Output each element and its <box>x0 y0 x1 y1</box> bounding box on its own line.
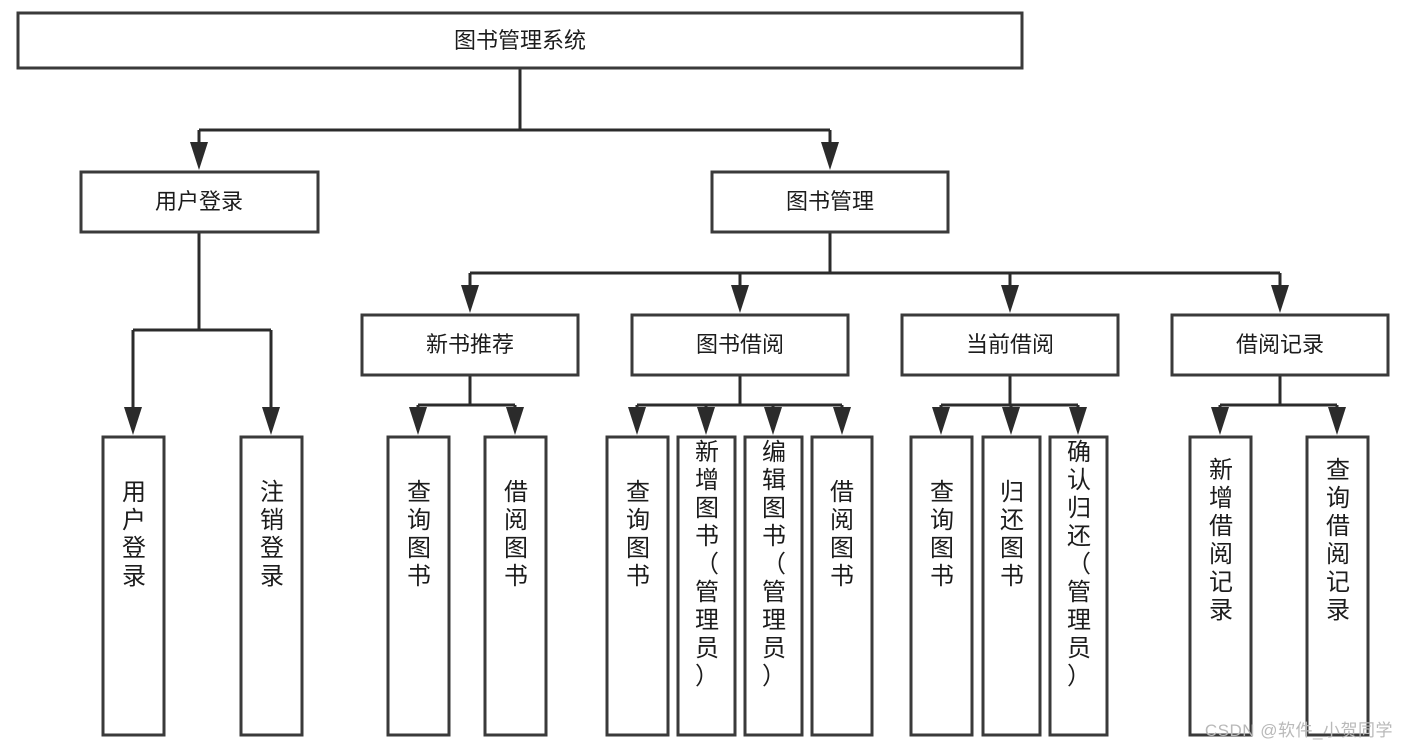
leaf-node-12[interactable]: 查询借阅记录 <box>1305 435 1370 737</box>
leaf-box-12[interactable] <box>1305 435 1370 737</box>
node-root-label: 图书管理系统 <box>454 28 586 53</box>
arrowhead-leaf-query-book-1 <box>409 407 427 435</box>
node-book-borrow-label: 图书借阅 <box>696 332 784 357</box>
leaf-label-5: 新增图书（管理员） <box>695 439 719 690</box>
arrowhead-leaf-add-book <box>697 407 715 435</box>
leaf-label-4: 查询图书 <box>626 479 650 590</box>
arrowhead-current-borrow <box>1001 285 1019 313</box>
leaf-node-9[interactable]: 归还图书 <box>981 435 1042 737</box>
node-root-box[interactable] <box>16 11 1024 70</box>
node-book-manage[interactable]: 图书管理 <box>710 170 950 234</box>
leaf-box-5[interactable] <box>676 435 737 737</box>
leaf-node-0[interactable]: 用户登录 <box>101 435 166 737</box>
leaf-label-10: 确认归还（管理员） <box>1067 439 1091 690</box>
node-borrow-record-label: 借阅记录 <box>1236 332 1324 357</box>
leaf-node-7[interactable]: 借阅图书 <box>810 435 874 737</box>
csdn-watermark: CSDN @软件_小贺同学 <box>1204 721 1393 740</box>
leaf-node-5[interactable]: 新增图书（管理员） <box>676 435 737 737</box>
node-user-login-label: 用户登录 <box>155 189 243 214</box>
leaf-label-8: 查询图书 <box>930 479 954 590</box>
node-current-borrow[interactable]: 当前借阅 <box>900 313 1120 377</box>
arrowhead-borrow-record <box>1271 285 1289 313</box>
arrowhead-leaf-edit-book <box>764 407 782 435</box>
node-borrow-record[interactable]: 借阅记录 <box>1170 313 1390 377</box>
leaf-box-11[interactable] <box>1188 435 1253 737</box>
leaf-label-7: 借阅图书 <box>830 479 854 590</box>
arrowhead-leaf-logout <box>262 407 280 435</box>
leaf-box-8[interactable] <box>909 435 974 737</box>
leaf-label-6: 编辑图书（管理员） <box>762 439 786 690</box>
leaf-label-0: 用户登录 <box>122 479 146 590</box>
node-user-login[interactable]: 用户登录 <box>79 170 320 234</box>
node-book-manage-label: 图书管理 <box>786 189 874 214</box>
arrowhead-book-manage <box>821 142 839 170</box>
arrowhead-user-login <box>190 142 208 170</box>
leaf-box-3[interactable] <box>483 435 548 737</box>
leaf-label-12: 查询借阅记录 <box>1326 457 1350 624</box>
leaf-node-3[interactable]: 借阅图书 <box>483 435 548 737</box>
arrowhead-leaf-borrow-book-2 <box>833 407 851 435</box>
leaf-box-2[interactable] <box>386 435 451 737</box>
leaf-box-1[interactable] <box>239 435 304 737</box>
leaf-box-10[interactable] <box>1048 435 1109 737</box>
leaf-label-1: 注销登录 <box>260 479 284 590</box>
arrowhead-leaf-query-book-2 <box>628 407 646 435</box>
leaf-node-4[interactable]: 查询图书 <box>605 435 670 737</box>
node-book-borrow[interactable]: 图书借阅 <box>630 313 850 377</box>
leaf-node-11[interactable]: 新增借阅记录 <box>1188 435 1253 737</box>
leaf-box-9[interactable] <box>981 435 1042 737</box>
arrowhead-leaf-query-record <box>1328 407 1346 435</box>
node-root[interactable]: 图书管理系统 <box>16 11 1024 70</box>
leaf-box-4[interactable] <box>605 435 670 737</box>
leaf-label-3: 借阅图书 <box>504 479 528 590</box>
arrowhead-leaf-return-book <box>1002 407 1020 435</box>
node-new-book-recommend[interactable]: 新书推荐 <box>360 313 580 377</box>
connector-layer <box>124 68 1346 435</box>
leaf-node-10[interactable]: 确认归还（管理员） <box>1048 435 1109 737</box>
leaf-box-7[interactable] <box>810 435 874 737</box>
leaf-label-2: 查询图书 <box>407 479 431 590</box>
node-book-manage-box[interactable] <box>710 170 950 234</box>
node-borrow-record-box[interactable] <box>1170 313 1390 377</box>
arrowhead-leaf-user-login <box>124 407 142 435</box>
node-new-book-recommend-label: 新书推荐 <box>426 332 514 357</box>
leaf-node-6[interactable]: 编辑图书（管理员） <box>743 435 804 737</box>
node-new-book-recommend-box[interactable] <box>360 313 580 377</box>
leaf-node-1[interactable]: 注销登录 <box>239 435 304 737</box>
arrowhead-new-book-rec <box>461 285 479 313</box>
arrowhead-leaf-confirm-return <box>1069 407 1087 435</box>
arrowhead-leaf-add-record <box>1211 407 1229 435</box>
node-current-borrow-box[interactable] <box>900 313 1120 377</box>
node-current-borrow-label: 当前借阅 <box>966 332 1054 357</box>
arrowhead-leaf-borrow-book-1 <box>506 407 524 435</box>
leaf-node-8[interactable]: 查询图书 <box>909 435 974 737</box>
leaf-label-9: 归还图书 <box>1000 479 1024 590</box>
arrowhead-leaf-query-book-3 <box>932 407 950 435</box>
leaf-label-11: 新增借阅记录 <box>1209 457 1233 624</box>
node-user-login-box[interactable] <box>79 170 320 234</box>
node-book-borrow-box[interactable] <box>630 313 850 377</box>
leaf-box-0[interactable] <box>101 435 166 737</box>
leaf-node-2[interactable]: 查询图书 <box>386 435 451 737</box>
arrowhead-book-borrow <box>731 285 749 313</box>
leaf-box-6[interactable] <box>743 435 804 737</box>
leaf-layer: 用户登录 注销登录 查询图书 借阅图书 查询图书 新增图书（管理员） <box>101 435 1370 737</box>
